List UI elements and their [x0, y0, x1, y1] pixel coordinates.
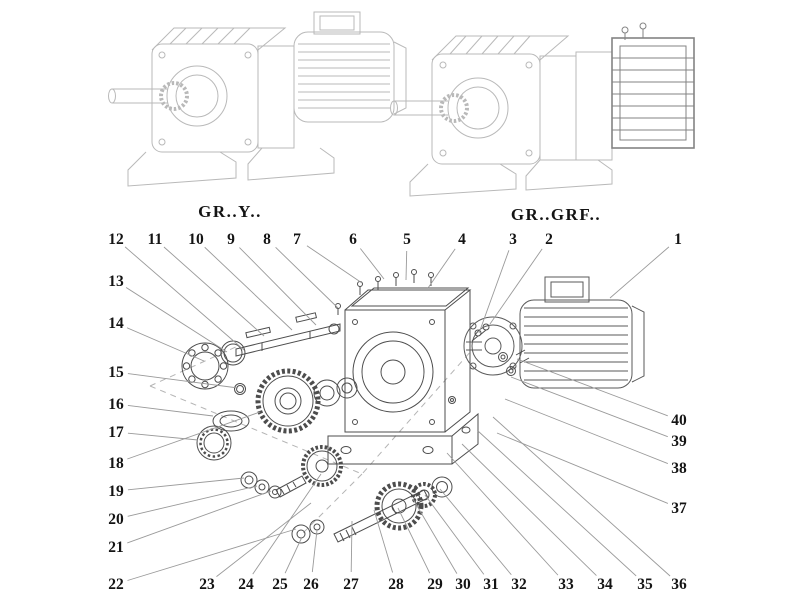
leader-line-31 — [424, 494, 485, 575]
motor-mounting-parts — [471, 323, 530, 376]
gear-cluster-upper — [255, 368, 358, 434]
output-shaft-assembly — [291, 476, 453, 544]
leader-line-23 — [216, 502, 312, 577]
callout-38: 38 — [671, 460, 687, 477]
callout-17: 17 — [108, 424, 124, 441]
leader-line-22 — [127, 528, 297, 581]
leader-line-40 — [516, 358, 668, 417]
callout-22: 22 — [108, 576, 124, 593]
callout-2: 2 — [545, 231, 553, 248]
input-bearing — [181, 340, 246, 395]
callout-1: 1 — [674, 231, 682, 248]
leader-line-3 — [478, 250, 510, 334]
callout-40: 40 — [671, 412, 687, 429]
leader-line-4 — [427, 248, 456, 289]
callout-21: 21 — [108, 539, 124, 556]
input-shaft-assembly — [235, 312, 341, 357]
leader-line-1 — [609, 246, 670, 299]
leader-line-28 — [373, 509, 394, 573]
callout-15: 15 — [108, 364, 124, 381]
leader-line-38 — [504, 398, 669, 464]
leader-line-36 — [492, 416, 671, 577]
leader-line-20 — [127, 485, 258, 517]
callout-11: 11 — [148, 231, 163, 248]
caption-gr-grf: GR..GRF.. — [510, 205, 602, 224]
motor — [463, 276, 645, 389]
callout-14: 14 — [108, 315, 124, 332]
leader-line-37 — [496, 432, 669, 504]
leader-lines — [124, 245, 671, 581]
leader-line-32 — [439, 488, 512, 576]
callout-39: 39 — [671, 433, 687, 450]
leader-line-26 — [311, 529, 318, 573]
leader-line-14 — [126, 327, 205, 362]
spacer-and-bearing — [196, 410, 250, 461]
leader-line-11 — [163, 246, 265, 337]
leader-line-29 — [397, 507, 431, 574]
callout-28: 28 — [388, 576, 404, 593]
assembled-view-gr-y — [108, 11, 407, 187]
callout-24: 24 — [238, 576, 254, 593]
callout-34: 34 — [597, 576, 613, 593]
callout-30: 30 — [455, 576, 471, 593]
leader-line-8 — [275, 247, 339, 309]
leader-line-5 — [405, 250, 408, 281]
leader-line-6 — [359, 248, 385, 280]
exploded-view — [149, 269, 645, 544]
callout-23: 23 — [199, 576, 215, 593]
callout-18: 18 — [108, 455, 124, 472]
callout-8: 8 — [263, 231, 271, 248]
callout-36: 36 — [671, 576, 687, 593]
leader-line-34 — [461, 443, 597, 576]
callout-37: 37 — [671, 500, 687, 517]
leader-line-30 — [412, 498, 458, 574]
callout-35: 35 — [637, 576, 653, 593]
callout-29: 29 — [427, 576, 443, 593]
cover-bolts — [335, 269, 434, 315]
leader-line-24 — [252, 473, 322, 575]
leader-line-7 — [306, 245, 363, 284]
leader-line-15 — [127, 373, 239, 389]
callout-27: 27 — [343, 576, 359, 593]
callout-33: 33 — [558, 576, 574, 593]
callout-13: 13 — [108, 273, 124, 290]
leader-line-21 — [127, 490, 272, 544]
leader-line-16 — [127, 405, 214, 417]
gear-cluster-middle — [240, 445, 343, 499]
leader-line-35 — [477, 430, 637, 577]
leader-line-17 — [127, 432, 199, 441]
leader-line-9 — [239, 247, 317, 326]
callout-5: 5 — [403, 231, 411, 248]
gearbox-housing — [327, 287, 479, 465]
caption-gr-y: GR..Y.. — [198, 202, 262, 221]
leader-line-19 — [127, 477, 245, 491]
callout-16: 16 — [108, 396, 124, 413]
leader-line-2 — [489, 248, 543, 325]
grf-cover-block — [611, 22, 695, 149]
callout-26: 26 — [303, 576, 319, 593]
callout-7: 7 — [293, 231, 301, 248]
assembled-view-gr-grf — [390, 22, 695, 197]
leader-line-10 — [204, 246, 293, 331]
callout-10: 10 — [188, 231, 204, 248]
callout-31: 31 — [483, 576, 499, 593]
leader-line-18 — [127, 411, 261, 460]
leader-line-12 — [124, 246, 245, 351]
callout-32: 32 — [511, 576, 527, 593]
leader-line-27 — [350, 520, 353, 573]
leader-line-13 — [125, 287, 228, 353]
leader-line-33 — [446, 452, 559, 576]
callout-20: 20 — [108, 511, 124, 528]
callout-25: 25 — [272, 576, 288, 593]
callout-4: 4 — [458, 231, 466, 248]
callout-19: 19 — [108, 483, 124, 500]
callout-3: 3 — [509, 231, 517, 248]
callout-9: 9 — [227, 231, 235, 248]
leader-line-25 — [284, 536, 303, 574]
callout-12: 12 — [108, 231, 124, 248]
leader-line-39 — [510, 376, 668, 438]
callout-6: 6 — [349, 231, 357, 248]
